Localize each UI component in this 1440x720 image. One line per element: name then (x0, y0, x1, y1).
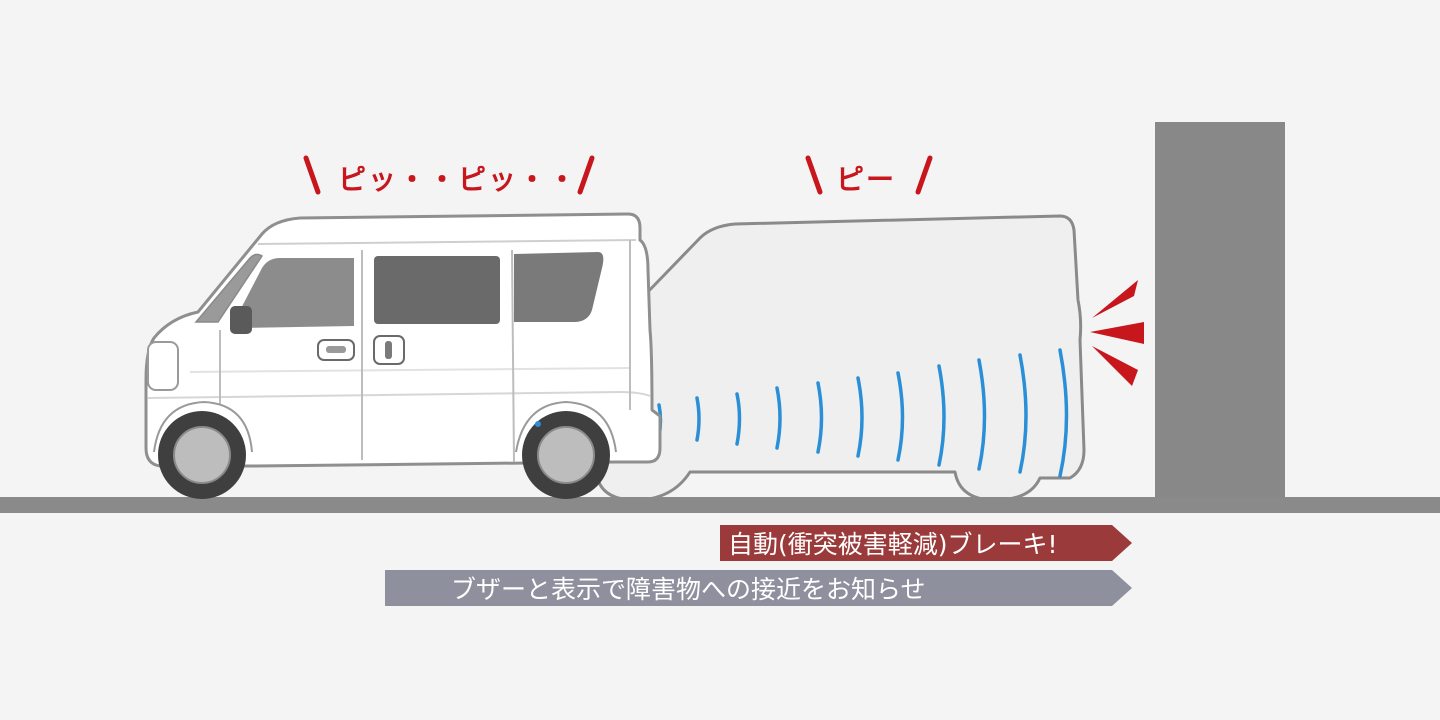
sound-mark-left-1 (303, 155, 321, 195)
obstacle-wall (1155, 122, 1285, 504)
ground (0, 497, 1440, 513)
sensor-wave-4 (775, 386, 782, 450)
sensor-wave-8 (937, 364, 946, 467)
sound-marks (303, 155, 933, 195)
van-front-window (236, 258, 354, 328)
brake-bar: 自動(衝突被害軽減)ブレーキ! (720, 525, 1132, 561)
sound-mark-right-2 (915, 155, 933, 195)
van-mirror (230, 306, 252, 334)
sound-label-intermittent: ピッ・・ピッ・・ (338, 163, 579, 196)
sensor-wave-9 (977, 358, 987, 471)
van-rear-window (514, 252, 604, 322)
van-windshield (194, 253, 264, 323)
van-headlight (147, 341, 179, 391)
sensor-wave-11 (1058, 348, 1069, 478)
sensor-wave-10 (1018, 353, 1028, 474)
impact-triangle-mid (1090, 322, 1144, 344)
ghost-van-outline (596, 214, 1086, 502)
sensor-wave-6 (856, 376, 864, 458)
alert-bar: ブザーと表示で障害物への接近をお知らせ (385, 570, 1132, 606)
sound-label-continuous: ピー (836, 163, 897, 196)
sensor-wave-5 (816, 381, 824, 454)
sensor-wave-2 (695, 396, 701, 442)
impact-triangle-bottom (1092, 346, 1138, 386)
alert-bar-label: ブザーと表示で障害物への接近をお知らせ (451, 575, 926, 604)
sensor-waves (657, 348, 1069, 478)
van-sliding-window (374, 256, 500, 324)
rear-sensor (535, 421, 541, 427)
sensor-wave-3 (735, 392, 742, 446)
sound-mark-right-1 (577, 155, 595, 195)
sound-mark-left-2 (805, 155, 823, 195)
van-front-wheel (158, 411, 246, 499)
van (144, 212, 662, 499)
impact-burst (1090, 280, 1144, 386)
brake-bar-label: 自動(衝突被害軽減)ブレーキ! (728, 530, 1058, 559)
van-rear-wheel (522, 411, 610, 499)
impact-triangle-top (1092, 280, 1138, 318)
sensor-wave-7 (896, 371, 905, 462)
